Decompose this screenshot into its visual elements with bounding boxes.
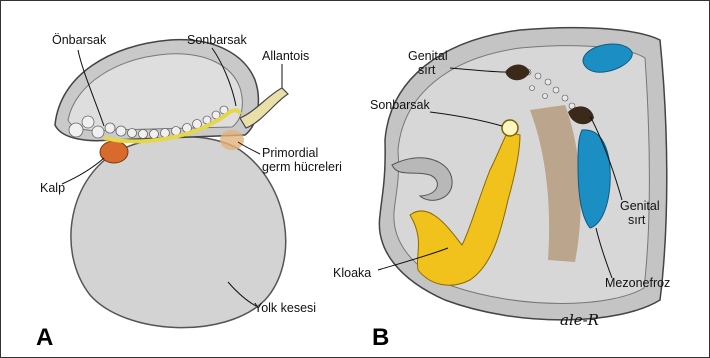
panel-b-letter: B xyxy=(372,324,389,351)
label-hindgut-b: Sonbarsak xyxy=(370,98,431,112)
label-allantois: Allantois xyxy=(262,49,309,63)
label-genital-ridge-top-2: sırt xyxy=(418,63,436,77)
label-mesonephros: Mezonefroz xyxy=(605,276,670,290)
panel-a: Önbarsak Sonbarsak Allantois Primordial … xyxy=(36,33,342,351)
panel-b: Genital sırt Sonbarsak Genital sırt Kloa… xyxy=(333,28,670,351)
label-genital-ridge-top-1: Genital xyxy=(408,49,448,63)
label-heart: Kalp xyxy=(40,181,65,195)
label-primordial-2: germ hücreleri xyxy=(262,160,342,174)
label-primordial-1: Primordial xyxy=(262,146,318,160)
label-genital-ridge-right-2: sırt xyxy=(628,213,646,227)
primordial-germ-cells-area xyxy=(220,130,244,150)
heart-shape xyxy=(100,141,128,163)
hindgut-lumen xyxy=(502,120,518,136)
panel-a-letter: A xyxy=(36,324,53,351)
label-genital-ridge-right-1: Genital xyxy=(620,199,660,213)
label-yolk-sac: Yolk kesesi xyxy=(254,301,316,315)
artist-signature: ale-R xyxy=(560,311,599,329)
label-hindgut-a: Sonbarsak xyxy=(187,33,248,47)
label-foregut: Önbarsak xyxy=(52,33,107,47)
label-cloaca: Kloaka xyxy=(333,266,371,280)
yolk-sac-shape xyxy=(71,137,286,328)
